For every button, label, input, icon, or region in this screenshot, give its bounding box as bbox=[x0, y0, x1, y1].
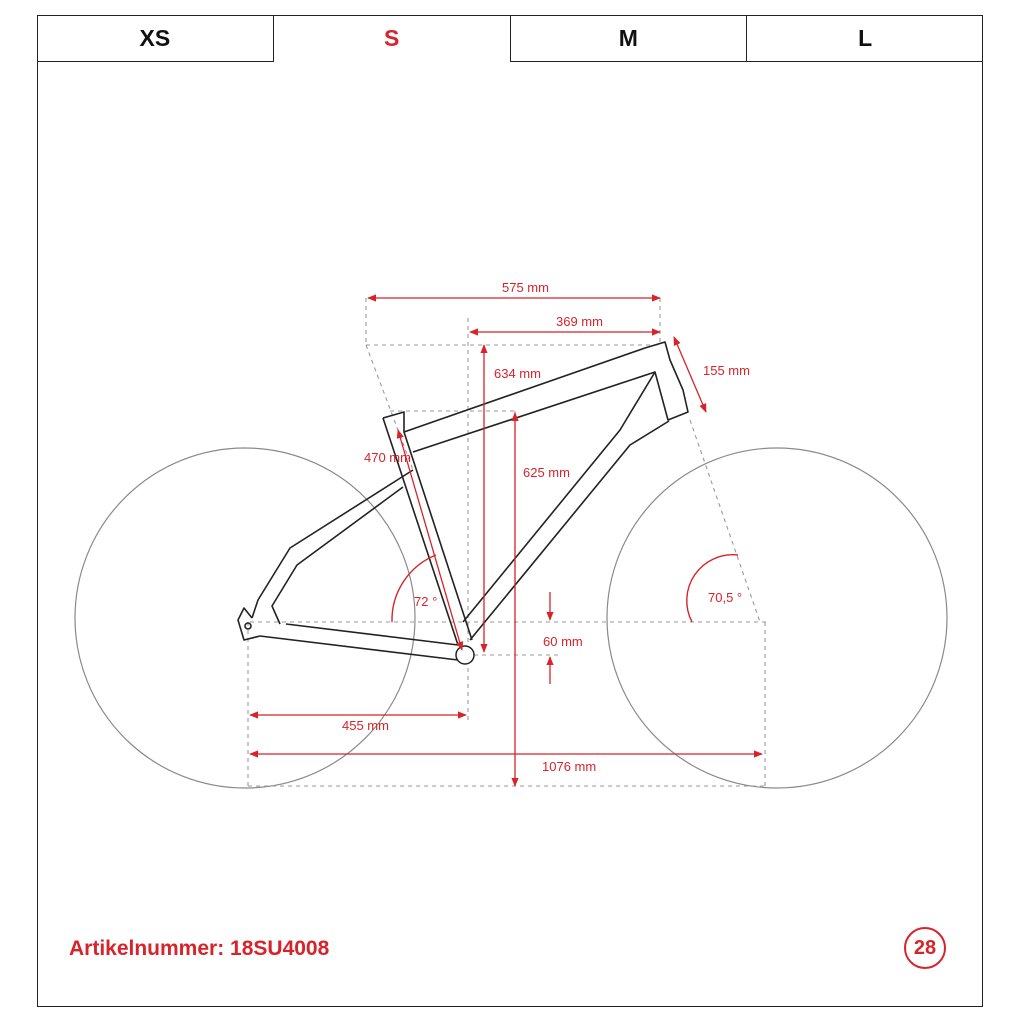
label-chainstay: 455 mm bbox=[342, 718, 389, 733]
front-wheel bbox=[606, 447, 948, 789]
tab-size-l[interactable]: L bbox=[747, 15, 983, 62]
tab-size-s[interactable]: S bbox=[274, 15, 511, 62]
seat-angle-arc bbox=[391, 554, 437, 623]
rear-wheel bbox=[74, 447, 416, 789]
label-head-angle: 70,5 ° bbox=[708, 590, 742, 605]
tab-size-m[interactable]: M bbox=[510, 15, 748, 62]
label-wheelbase: 1076 mm bbox=[542, 759, 596, 774]
label-head-tube: 155 mm bbox=[703, 363, 750, 378]
size-tabs: XS S M L bbox=[37, 15, 983, 62]
label-reach: 369 mm bbox=[556, 314, 603, 329]
wheel-size-value: 28 bbox=[913, 936, 937, 959]
label-top-tube: 575 mm bbox=[502, 280, 549, 295]
label-bb-drop: 60 mm bbox=[543, 634, 583, 649]
wheel-size-badge: 28 bbox=[904, 927, 946, 969]
label-stack: 634 mm bbox=[494, 366, 541, 381]
tab-size-xs[interactable]: XS bbox=[37, 15, 274, 62]
article-number: Artikelnummer: 18SU4008 bbox=[69, 937, 330, 960]
dimension-lines bbox=[249, 294, 763, 787]
bike-frame bbox=[237, 341, 689, 661]
bottom-bracket bbox=[455, 645, 475, 665]
label-seat-tube: 470 mm bbox=[364, 450, 411, 465]
label-seat-angle: 72 ° bbox=[414, 594, 437, 609]
label-standover: 625 mm bbox=[523, 465, 570, 480]
head-angle-arc bbox=[686, 554, 739, 623]
